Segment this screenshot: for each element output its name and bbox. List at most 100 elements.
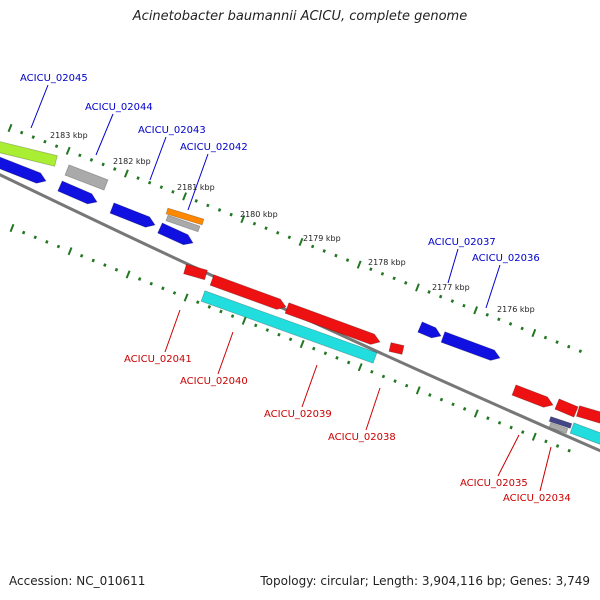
leader-line-02041 [164, 309, 181, 353]
minor-tick [21, 230, 26, 235]
leader-line-02045 [30, 84, 49, 129]
leader-line-02044 [95, 113, 114, 156]
major-tick [531, 432, 537, 441]
minor-tick [567, 448, 571, 453]
gene-label-02035[interactable]: ACICU_02035 [460, 478, 528, 489]
minor-tick [113, 167, 117, 171]
minor-tick [229, 212, 233, 217]
minor-tick [544, 439, 548, 444]
gene-label-02041[interactable]: ACICU_02041 [124, 354, 192, 365]
gene-arrow-green [0, 141, 58, 167]
minor-tick [137, 277, 142, 281]
minor-tick [147, 180, 152, 185]
minor-tick [31, 135, 35, 139]
minor-tick [288, 337, 293, 342]
leader-line-02039 [301, 364, 318, 408]
minor-tick [567, 344, 571, 349]
minor-tick [312, 346, 316, 351]
gene-arrow-forward [57, 180, 98, 205]
gene-label-02045[interactable]: ACICU_02045 [20, 73, 88, 84]
gene-arrow-forward [157, 222, 194, 246]
gene-label-02043[interactable]: ACICU_02043 [138, 125, 206, 136]
kbp-label-2178: 2178 kbp [368, 258, 406, 267]
minor-tick [101, 162, 105, 167]
gene-arrow-cyan [200, 290, 378, 364]
gene-label-02044[interactable]: ACICU_02044 [85, 102, 153, 113]
minor-tick [276, 230, 280, 235]
major-tick [7, 123, 13, 133]
minor-tick [287, 235, 292, 240]
minor-tick [508, 322, 513, 326]
minor-tick [265, 328, 270, 332]
gene-arrow-grey [64, 164, 109, 191]
minor-tick [462, 407, 467, 411]
gene-arrow-reverse [209, 274, 287, 310]
major-tick [65, 146, 71, 155]
minor-tick [439, 397, 444, 402]
minor-tick [520, 326, 524, 331]
leader-line-02038 [365, 387, 381, 431]
gene-arrow-reverse [183, 263, 208, 281]
minor-tick [207, 305, 212, 309]
gene-arrow-orange [165, 207, 205, 226]
leader-line-02037 [447, 248, 459, 284]
minor-tick [78, 153, 82, 158]
gene-label-02034[interactable]: ACICU_02034 [503, 493, 571, 504]
leader-line-02040 [217, 331, 234, 375]
minor-tick [404, 281, 408, 285]
topology-text: Topology: circular; Length: 3,904,116 bp… [260, 574, 590, 588]
minor-tick [33, 235, 37, 240]
gene-label-02042[interactable]: ACICU_02042 [180, 142, 248, 153]
minor-tick [334, 253, 338, 258]
major-tick [473, 409, 479, 418]
minor-tick [159, 185, 164, 190]
major-tick [299, 339, 305, 349]
minor-tick [555, 340, 559, 344]
gene-label-02040[interactable]: ACICU_02040 [180, 376, 248, 387]
minor-tick [79, 253, 84, 258]
gene-arrow-reverse [388, 342, 405, 355]
major-tick [183, 293, 189, 302]
minor-tick [264, 226, 268, 231]
major-tick [241, 316, 247, 325]
gene-arrow-cyan [569, 422, 600, 445]
gene-arrow-grey [165, 214, 201, 233]
minor-tick [277, 332, 281, 337]
gene-arrow-forward [417, 321, 442, 339]
leader-line-02042 [187, 153, 209, 211]
major-tick [182, 192, 188, 201]
minor-tick [345, 258, 350, 262]
gene-label-02036[interactable]: ACICU_02036 [472, 253, 540, 264]
minor-tick [578, 349, 583, 354]
leader-line-02036 [485, 264, 501, 309]
minor-tick [369, 267, 373, 272]
leader-line-02043 [149, 136, 167, 181]
gene-features [0, 141, 600, 445]
major-tick [123, 169, 129, 178]
minor-tick [543, 335, 548, 340]
gene-arrow-navy [548, 416, 573, 429]
minor-tick [56, 244, 61, 249]
kbp-label-2183: 2183 kbp [50, 131, 88, 140]
gene-label-02039[interactable]: ACICU_02039 [264, 409, 332, 420]
kbp-label-2182: 2182 kbp [113, 157, 151, 166]
major-tick [125, 270, 131, 279]
minor-tick [136, 176, 140, 180]
minor-tick [219, 309, 223, 314]
minor-tick [322, 249, 326, 253]
minor-tick [310, 244, 315, 249]
minor-tick [206, 203, 210, 208]
kbp-label-2180: 2180 kbp [240, 210, 278, 219]
gene-arrow-reverse [554, 398, 579, 418]
gene-label-02037[interactable]: ACICU_02037 [428, 237, 496, 248]
outer-tick-track [7, 123, 583, 354]
minor-tick [486, 416, 490, 421]
minor-tick [451, 402, 455, 407]
minor-tick [404, 383, 409, 388]
kbp-label-2176: 2176 kbp [497, 305, 535, 314]
minor-tick [149, 281, 153, 286]
gene-label-02038[interactable]: ACICU_02038 [328, 432, 396, 443]
label-leader-lines [30, 84, 552, 492]
minor-tick [370, 369, 374, 374]
